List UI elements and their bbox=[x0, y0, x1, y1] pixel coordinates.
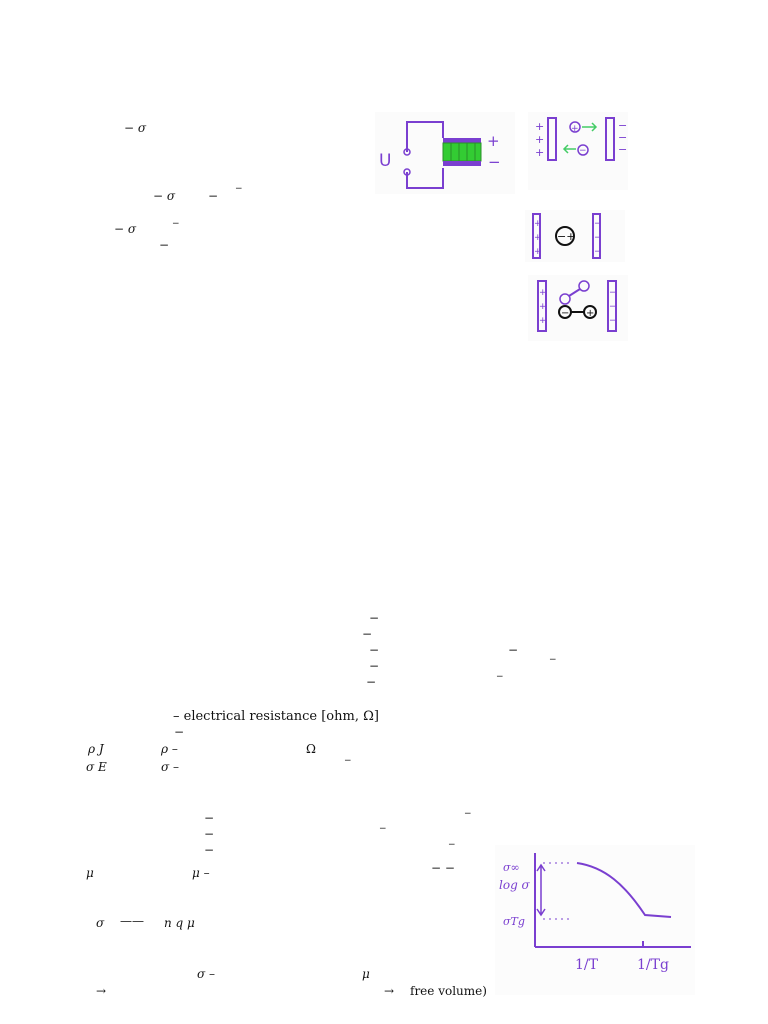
orientation-figure: + + + − − − − + bbox=[528, 275, 628, 341]
dipole-figure: + + + − − − −+ bbox=[525, 210, 625, 262]
formula-fragment: − σ bbox=[153, 189, 176, 203]
mu-symbol: μ bbox=[86, 866, 94, 880]
svg-text:+: + bbox=[539, 288, 547, 298]
formula-fragment: − bbox=[369, 659, 380, 673]
formula-fragment: − bbox=[508, 643, 519, 657]
y-axis-label: log σ bbox=[499, 878, 531, 892]
svg-text:+: + bbox=[534, 247, 542, 257]
mu-symbol-2: μ bbox=[362, 967, 370, 981]
resistance-definition: – electrical resistance [ohm, Ω] bbox=[173, 709, 379, 724]
arrow-1: → bbox=[96, 984, 107, 998]
capacitor-circuit-figure: U + − bbox=[375, 112, 515, 194]
sigma-definition-2: σ – bbox=[197, 967, 216, 981]
sigma-definition: σ – bbox=[161, 760, 180, 774]
formula-fragment: − bbox=[208, 189, 219, 203]
svg-text:−: − bbox=[561, 308, 569, 319]
fraction-line: —— bbox=[120, 914, 144, 928]
svg-text:+: + bbox=[535, 120, 544, 133]
svg-text:−: − bbox=[618, 119, 627, 132]
svg-text:+: + bbox=[539, 316, 547, 326]
svg-text:+: + bbox=[535, 133, 544, 146]
svg-text:−+: −+ bbox=[557, 230, 575, 243]
conductivity-symbol: σ bbox=[96, 916, 105, 930]
formula-fragment: − bbox=[362, 627, 373, 641]
svg-text:−: − bbox=[609, 288, 617, 298]
formula-fragment: − σ bbox=[124, 121, 147, 135]
svg-text:−: − bbox=[618, 131, 627, 144]
svg-text:+: + bbox=[487, 132, 500, 150]
y-bottom-label: σTg bbox=[503, 915, 525, 928]
conductivity-equation: n q μ bbox=[164, 916, 195, 930]
svg-text:−: − bbox=[594, 247, 602, 257]
svg-text:+: + bbox=[571, 124, 579, 134]
svg-text:+: + bbox=[534, 219, 542, 229]
formula-fragment: − bbox=[159, 238, 170, 252]
formula-fragment: − σ bbox=[114, 222, 137, 236]
formula-fragment: − bbox=[204, 843, 215, 857]
svg-text:−: − bbox=[609, 302, 617, 312]
omega-symbol: Ω bbox=[306, 742, 316, 756]
formula-fragment: − bbox=[174, 725, 185, 739]
y-top-label: σ∞ bbox=[503, 861, 520, 874]
svg-text:−: − bbox=[579, 146, 587, 156]
svg-text:−: − bbox=[488, 153, 501, 171]
formula-fragment: − − bbox=[431, 861, 455, 875]
formula-fragment: − bbox=[344, 756, 352, 766]
formula-fragment: − bbox=[204, 811, 215, 825]
voltage-label: U bbox=[379, 151, 391, 171]
free-volume-text: free volume) bbox=[410, 984, 487, 998]
mu-definition: μ – bbox=[192, 866, 210, 880]
svg-text:−: − bbox=[594, 219, 602, 229]
formula-fragment: − bbox=[204, 827, 215, 841]
formula-fragment: − bbox=[549, 655, 557, 665]
svg-text:+: + bbox=[539, 302, 547, 312]
svg-text:−: − bbox=[609, 316, 617, 326]
formula-fragment: − bbox=[369, 611, 380, 625]
sigma-e: σ E bbox=[86, 760, 107, 774]
svg-text:−: − bbox=[594, 233, 602, 243]
formula-fragment: − bbox=[496, 672, 504, 682]
formula-fragment: − bbox=[366, 675, 377, 689]
x-axis-label-2: 1/Tg bbox=[637, 957, 669, 973]
svg-text:+: + bbox=[586, 308, 594, 319]
ion-migration-figure: + + + − − − + − bbox=[528, 112, 628, 190]
arrow-2: → bbox=[384, 984, 395, 998]
formula-fragment: − bbox=[235, 184, 243, 194]
formula-fragment: − bbox=[448, 840, 456, 850]
rho-j: ρ J bbox=[88, 742, 104, 756]
conductivity-temperature-figure: σ∞ log σ σTg 1/T 1/Tg bbox=[495, 845, 695, 995]
rho-definition: ρ – bbox=[161, 742, 178, 756]
svg-text:+: + bbox=[535, 146, 544, 159]
formula-fragment: − bbox=[172, 219, 180, 229]
formula-fragment: − bbox=[379, 824, 387, 834]
svg-text:−: − bbox=[618, 143, 627, 156]
formula-fragment: − bbox=[369, 643, 380, 657]
formula-fragment: − bbox=[464, 809, 472, 819]
svg-text:+: + bbox=[534, 233, 542, 243]
x-axis-label-1: 1/T bbox=[575, 957, 599, 973]
